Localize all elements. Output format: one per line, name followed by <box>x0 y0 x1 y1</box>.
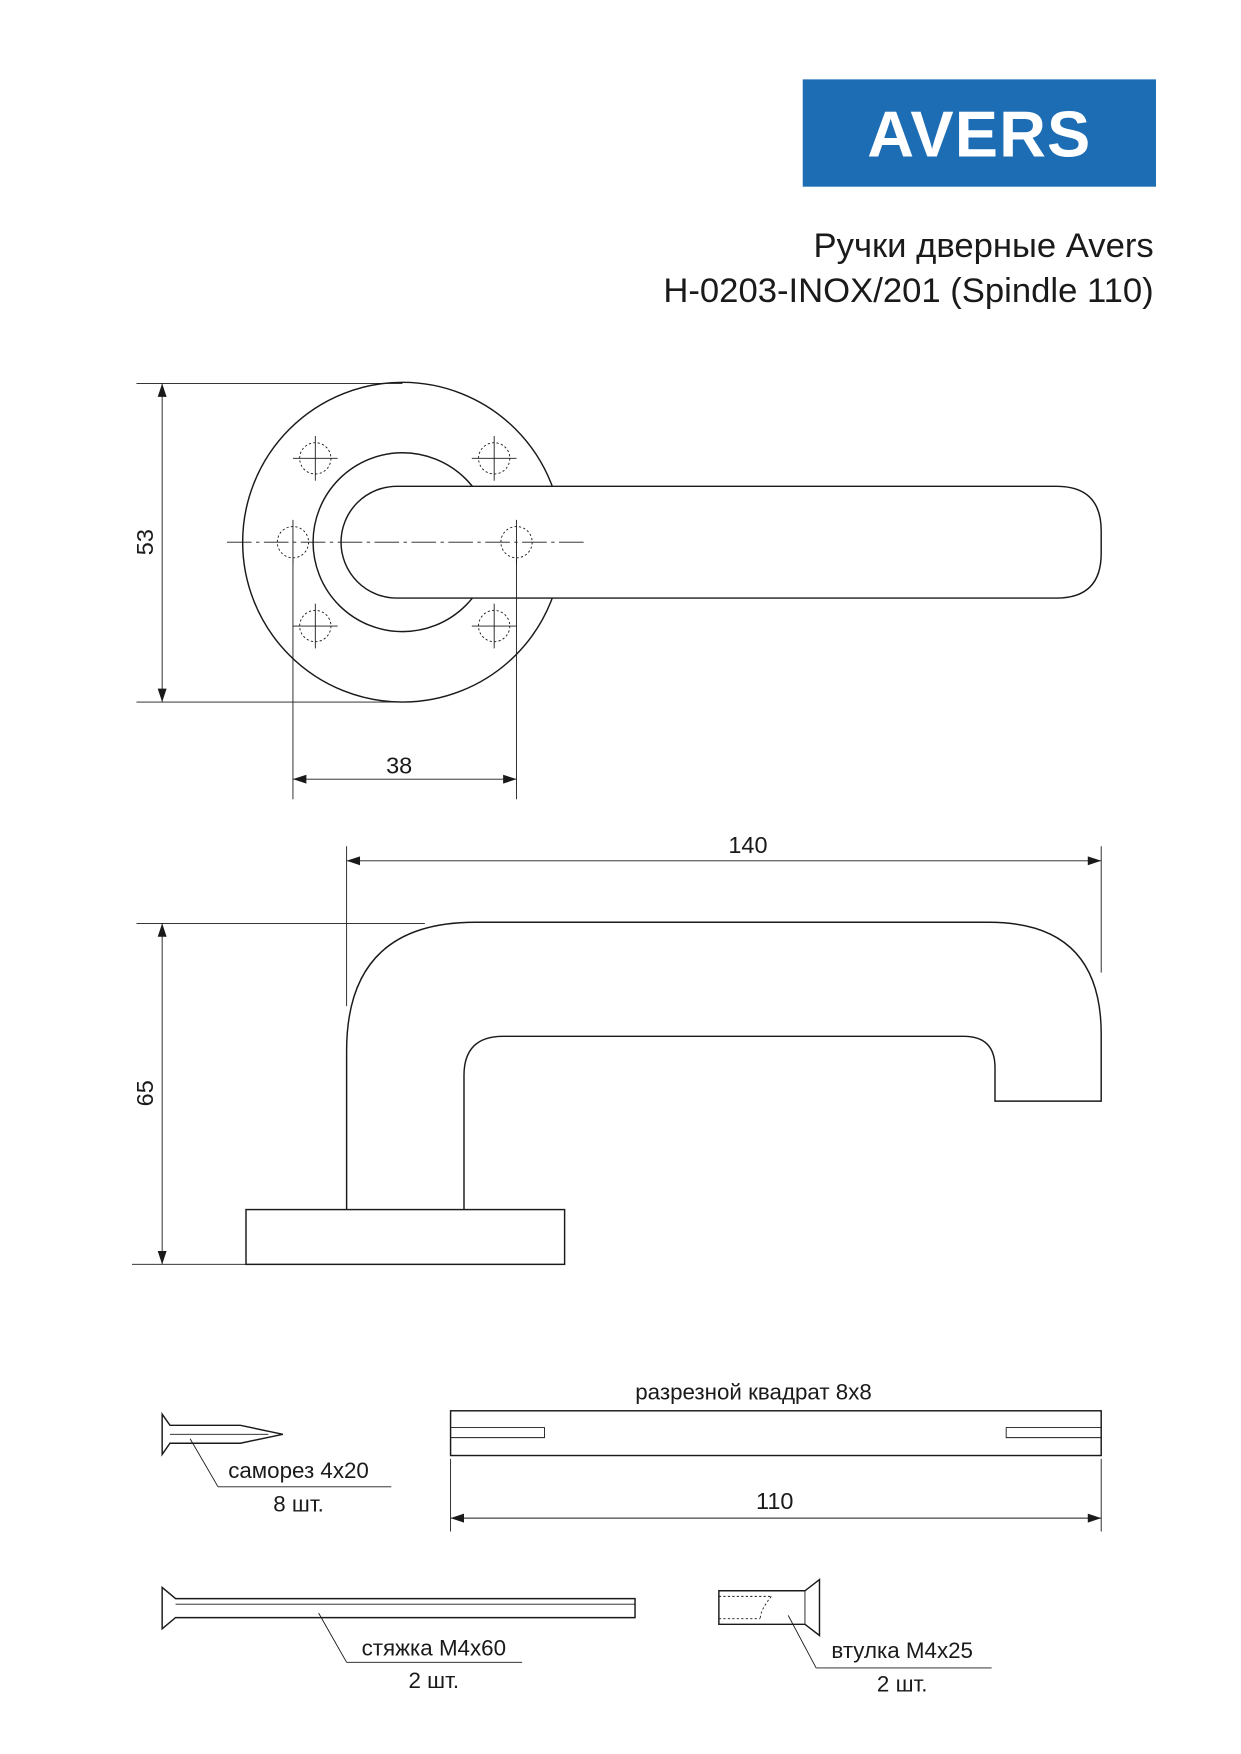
logo-background <box>802 79 1156 187</box>
dim-holes-38: 38 <box>386 753 412 779</box>
rosette-profile <box>245 1208 566 1266</box>
bolt-label: стяжка М4х60 <box>362 1636 506 1661</box>
screw-qty: 8 шт. <box>273 1491 324 1516</box>
side-view: 140 65 <box>131 832 1102 1266</box>
dim-height-65: 65 <box>132 1080 158 1106</box>
dim-spindle-110: 110 <box>756 1488 793 1514</box>
dim-height-53: 53 <box>132 529 158 555</box>
top-view: 53 38 <box>132 381 1102 800</box>
screw-label: саморез 4х20 <box>228 1458 369 1483</box>
title-line1: Ручки дверные Avers <box>814 227 1154 265</box>
sleeve-qty: 2 шт. <box>877 1671 928 1696</box>
bolt-part: стяжка М4х60 2 шт. <box>161 1585 636 1693</box>
title-line2: H-0203-INOX/201 (Spindle 110) <box>663 272 1153 310</box>
spindle-label: разрезной квадрат 8х8 <box>635 1380 872 1405</box>
sleeve-part: втулка М4х25 2 шт. <box>718 1578 992 1696</box>
screw-holes <box>276 435 533 649</box>
spindle-part: разрезной квадрат 8х8 110 <box>449 1380 1102 1532</box>
handle-profile <box>345 921 1102 1210</box>
logo-text: AVERS <box>867 98 1091 171</box>
handle-top <box>340 485 1102 599</box>
dim-length-140: 140 <box>728 832 767 858</box>
avers-logo: AVERS <box>802 79 1156 187</box>
sleeve-label: втулка М4х25 <box>831 1638 973 1663</box>
screw-part: саморез 4х20 8 шт. <box>161 1411 392 1516</box>
bolt-qty: 2 шт. <box>409 1668 460 1693</box>
